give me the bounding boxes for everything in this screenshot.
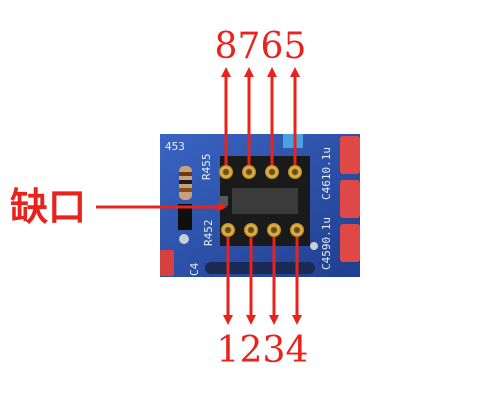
resistor-band xyxy=(179,172,192,176)
pin-label-1: 1 xyxy=(217,330,240,371)
small-component xyxy=(178,204,192,230)
silk-c4: C4 xyxy=(188,262,201,276)
solder-pad xyxy=(310,242,318,250)
blue-header xyxy=(283,134,303,148)
bottom-arrows xyxy=(223,237,302,325)
silk-c4610: C4610.1u xyxy=(320,147,333,200)
top-arrows xyxy=(221,67,300,165)
capacitor-mid xyxy=(340,180,360,218)
ic-socket xyxy=(219,156,310,246)
pin-hole-6 xyxy=(265,165,279,179)
pin-hole-7 xyxy=(242,165,256,179)
socket-cavity xyxy=(232,188,298,214)
cable xyxy=(205,262,315,274)
pin-label-7: 7 xyxy=(238,26,261,67)
capacitor-left xyxy=(160,250,174,276)
resistor-band xyxy=(179,180,192,184)
pin-label-6: 6 xyxy=(261,26,284,67)
solder-pad xyxy=(179,234,189,244)
capacitor-bottom xyxy=(340,224,360,262)
socket-notch xyxy=(220,196,228,206)
pin-hole-8 xyxy=(219,165,233,179)
pin-hole-3 xyxy=(267,223,281,237)
silk-r455: R455 xyxy=(200,154,213,181)
silk-r452: R452 xyxy=(202,220,215,247)
notch-label: 缺口 xyxy=(10,185,86,229)
socket-right-wall xyxy=(298,186,310,216)
pin-label-5: 5 xyxy=(284,26,307,67)
silk-c453: 453 xyxy=(165,140,185,153)
pin-label-3: 3 xyxy=(263,330,286,371)
pin-label-2: 2 xyxy=(240,330,263,371)
pin-label-4: 4 xyxy=(286,330,309,371)
pin-hole-5 xyxy=(288,165,302,179)
pin-hole-1 xyxy=(221,223,235,237)
capacitor-top xyxy=(340,136,360,174)
resistor-band xyxy=(179,188,192,192)
silk-c4590: C4590.1u xyxy=(320,217,333,270)
pin-label-8: 8 xyxy=(215,26,238,67)
pin-hole-4 xyxy=(290,223,304,237)
pin-hole-2 xyxy=(244,223,258,237)
